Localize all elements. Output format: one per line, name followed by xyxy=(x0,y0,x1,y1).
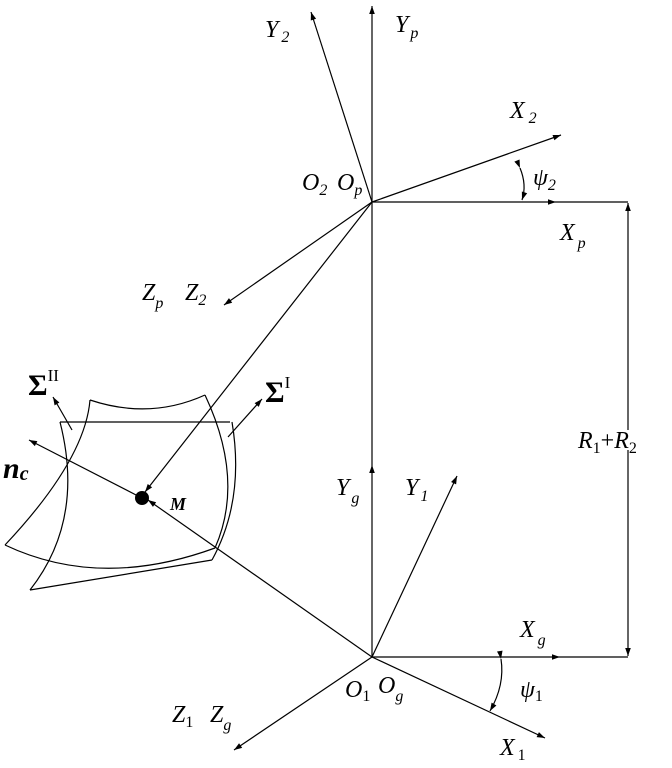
label-m: M xyxy=(169,494,187,514)
normal-nc-arrow xyxy=(28,439,141,498)
label-og: Og xyxy=(378,673,403,705)
axis-z1-zg xyxy=(233,656,373,751)
label-o1: O1 xyxy=(345,677,370,705)
label-zp: Zp xyxy=(142,280,163,312)
label-zg: Zg xyxy=(210,702,231,734)
angle-psi2-arc xyxy=(514,159,528,201)
label-psi2: ψ2 xyxy=(533,165,556,194)
surface-sigma-i xyxy=(4,394,229,569)
label-z2: Z2 xyxy=(185,280,206,309)
label-z1: Z1 xyxy=(172,702,193,731)
surface-sigma-ii xyxy=(29,421,237,591)
sigma-i-pointer xyxy=(227,398,263,438)
axis-y2 xyxy=(310,11,373,203)
axis-zp-z2 xyxy=(223,201,373,306)
label-r1-r2: R1+R2 xyxy=(577,428,637,457)
label-sigma-i: ΣI xyxy=(265,373,291,409)
normal-line-og-to-m xyxy=(147,499,373,658)
label-nc: nc xyxy=(3,452,29,485)
sigma-ii-pointer xyxy=(52,396,73,431)
vector-op-to-m xyxy=(144,201,373,493)
point-m xyxy=(135,491,149,505)
label-op: Op xyxy=(337,170,362,199)
angle-psi1-arc xyxy=(489,650,503,712)
axis-x2 xyxy=(371,134,562,203)
label-o2: O2 xyxy=(302,170,327,199)
label-sigma-ii: ΣII xyxy=(28,366,59,402)
label-psi1: ψ1 xyxy=(520,677,543,705)
axis-y1 xyxy=(371,475,458,658)
axis-x1 xyxy=(371,656,546,739)
